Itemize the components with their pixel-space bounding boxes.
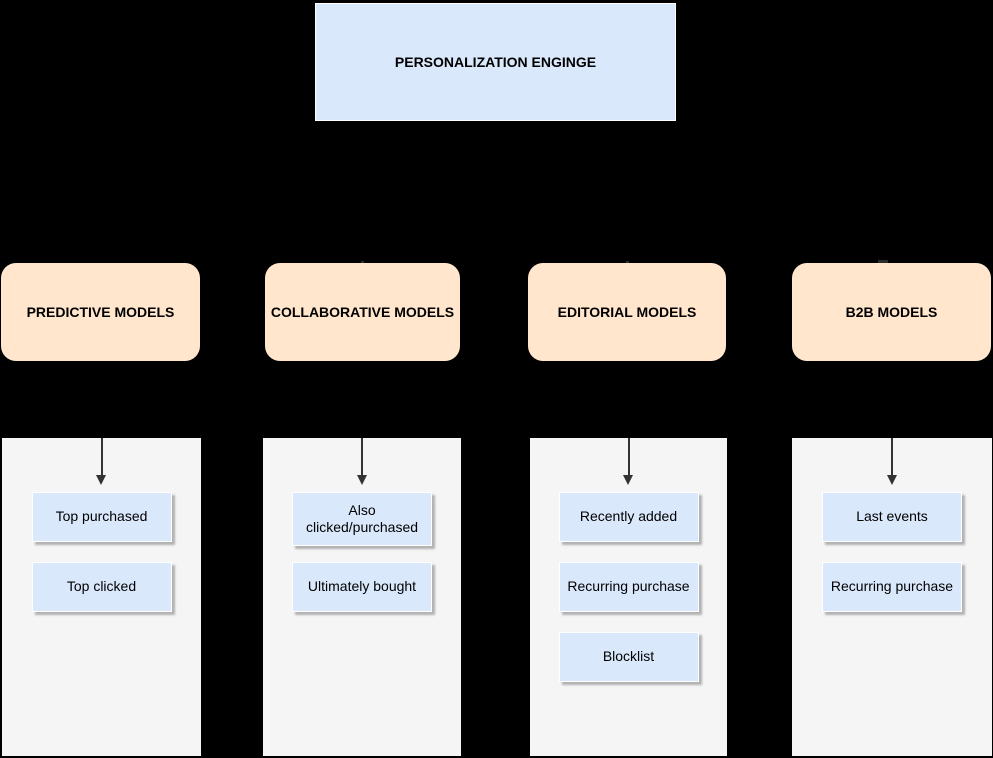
header-editorial-models[interactable]: EDITORIAL MODELS xyxy=(528,263,726,361)
header-label: B2B MODELS xyxy=(845,304,938,320)
header-b2b-models[interactable]: B2B MODELS xyxy=(792,263,991,361)
group-collaborative-models[interactable]: Also clicked/purchased Ultimately bought xyxy=(263,438,461,756)
group-predictive-models[interactable]: Top purchased Top clicked xyxy=(2,438,201,756)
connector-remnant-collaborative xyxy=(361,261,364,264)
node-also-clicked-purchased[interactable]: Also clicked/purchased xyxy=(292,492,432,546)
header-collaborative-models[interactable]: COLLABORATIVE MODELS xyxy=(265,263,460,361)
node-recurring-purchase-b2b[interactable]: Recurring purchase xyxy=(822,562,962,612)
connector-remnant-editorial xyxy=(626,261,629,264)
node-label: Recurring purchase xyxy=(830,578,954,595)
node-label: Top purchased xyxy=(55,508,148,525)
node-recurring-purchase[interactable]: Recurring purchase xyxy=(558,562,699,612)
node-blocklist[interactable]: Blocklist xyxy=(558,632,699,682)
header-label: COLLABORATIVE MODELS xyxy=(270,304,455,320)
node-label: Also clicked/purchased xyxy=(305,501,419,536)
group-editorial-models[interactable]: Recently added Recurring purchase Blockl… xyxy=(530,438,727,756)
root-node-personalization-engine[interactable]: PERSONALIZATION ENGINGE xyxy=(315,3,676,121)
node-label: Last events xyxy=(856,508,928,525)
node-top-purchased[interactable]: Top purchased xyxy=(31,492,172,542)
node-recently-added[interactable]: Recently added xyxy=(558,492,699,542)
arrow-line xyxy=(361,438,363,476)
arrow-head xyxy=(356,475,367,485)
arrow-head xyxy=(886,475,897,485)
arrow-line xyxy=(100,438,103,476)
header-predictive-models[interactable]: PREDICTIVE MODELS xyxy=(1,263,200,361)
root-node-label: PERSONALIZATION ENGINGE xyxy=(394,54,597,70)
arrow-line xyxy=(891,438,893,476)
arrow-head xyxy=(623,475,633,485)
header-label: EDITORIAL MODELS xyxy=(557,304,697,320)
node-label: Recently added xyxy=(579,508,678,525)
arrow-down-icon xyxy=(263,438,461,486)
node-top-clicked[interactable]: Top clicked xyxy=(31,562,172,612)
group-b2b-models[interactable]: Last events Recurring purchase xyxy=(792,438,992,756)
node-label: Recurring purchase xyxy=(567,578,690,595)
node-label: Top clicked xyxy=(66,578,137,595)
node-label: Blocklist xyxy=(602,648,655,665)
arrow-down-icon xyxy=(530,438,727,486)
header-label: PREDICTIVE MODELS xyxy=(26,304,175,320)
arrow-head xyxy=(96,475,106,485)
arrow-line xyxy=(627,438,630,476)
connector-remnant-b2b xyxy=(878,260,888,264)
node-label: Ultimately bought xyxy=(307,578,417,595)
arrow-down-icon xyxy=(792,438,992,486)
arrow-down-icon xyxy=(2,438,201,486)
node-ultimately-bought[interactable]: Ultimately bought xyxy=(292,562,432,612)
node-last-events[interactable]: Last events xyxy=(822,492,962,542)
